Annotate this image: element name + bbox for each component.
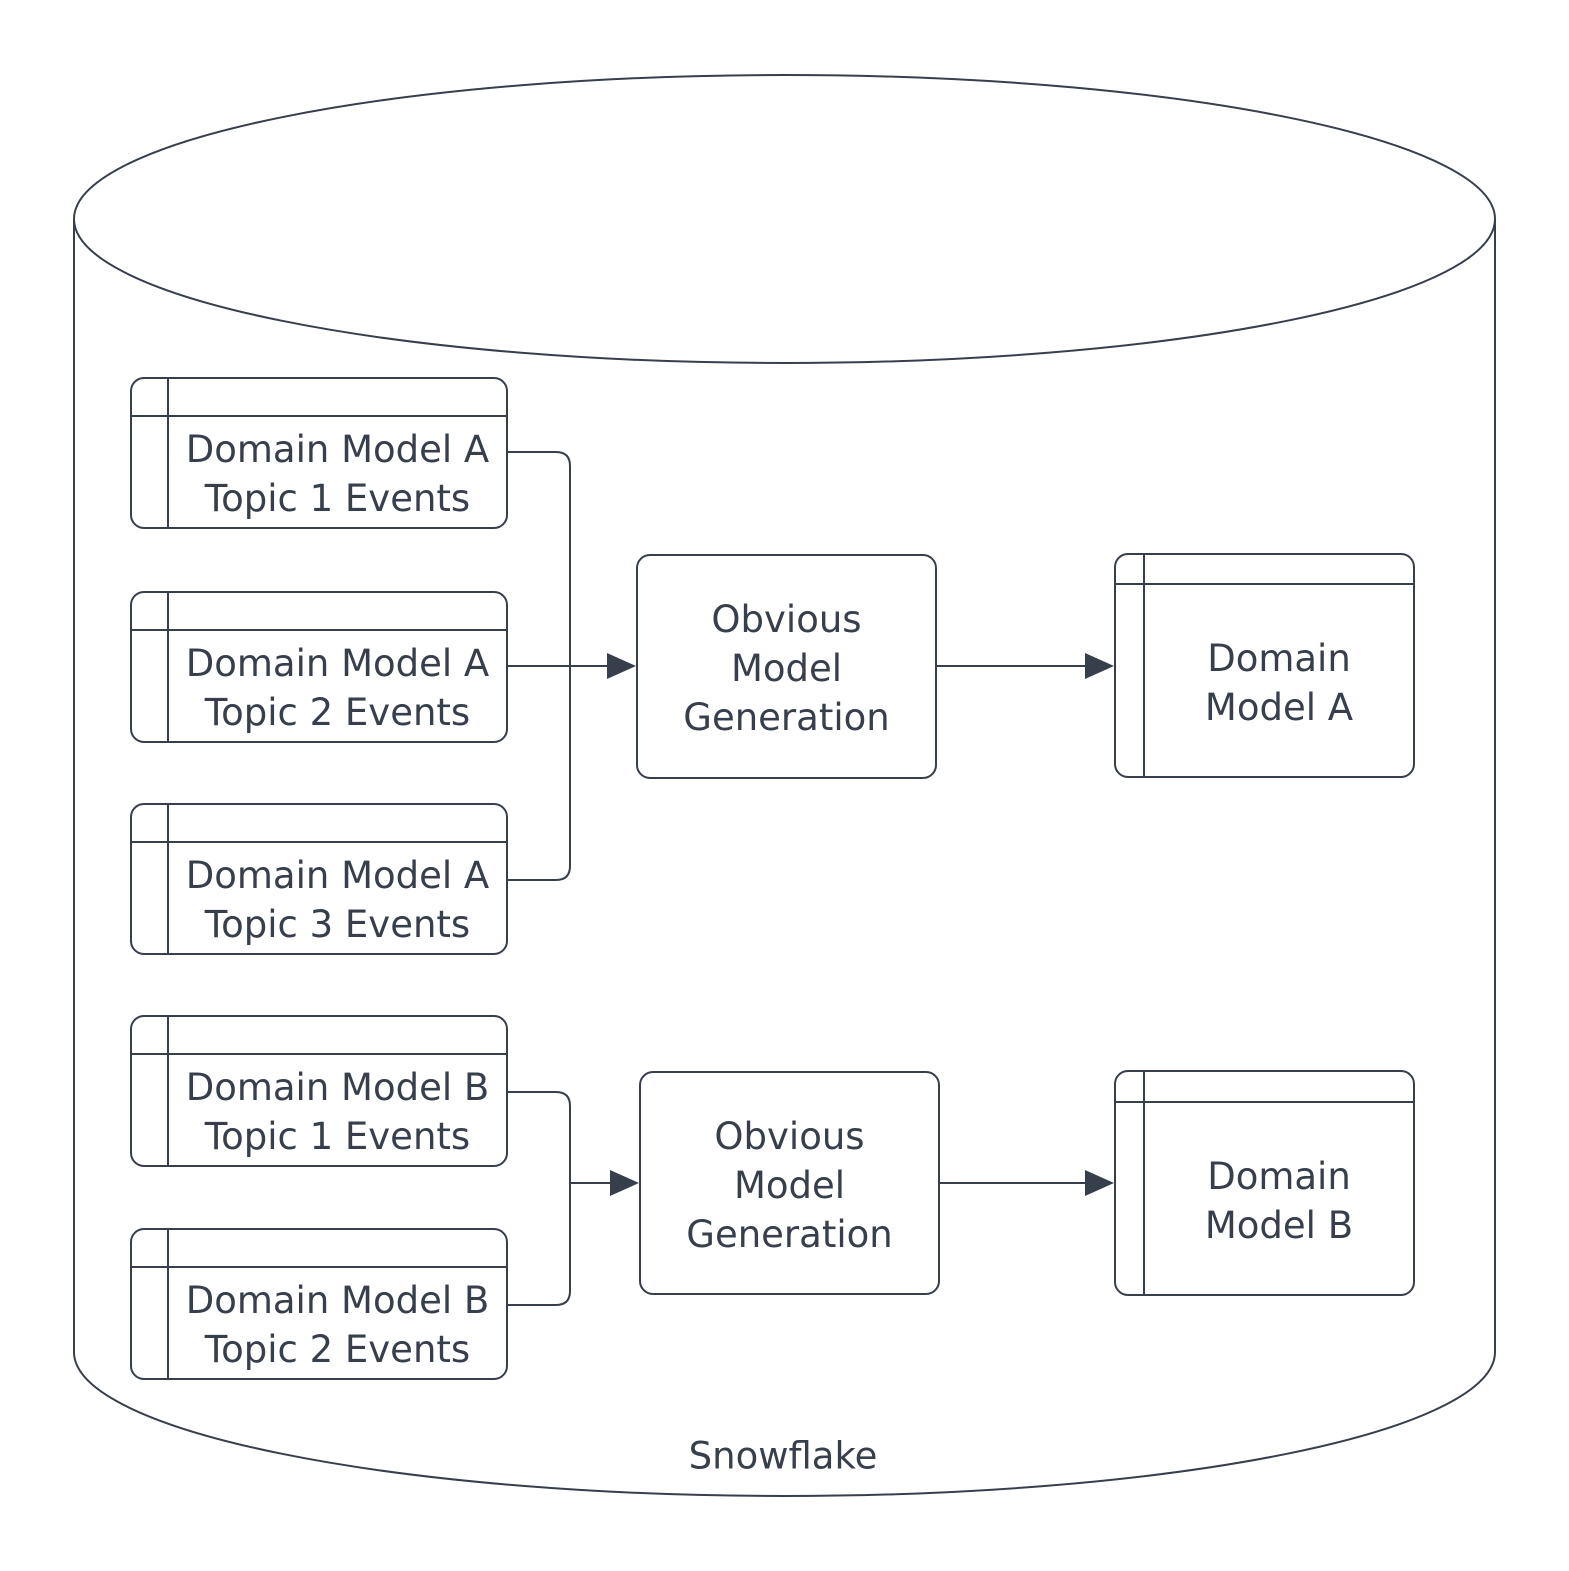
table-domain-model-b-topic-1-events: Domain Model B Topic 1 Events [130, 1015, 508, 1167]
arrowhead-icon [1085, 653, 1114, 679]
table-domain-model-a-topic-3-events: Domain Model A Topic 3 Events [130, 803, 508, 955]
table-domain-model-b: Domain Model B [1114, 1070, 1415, 1296]
table-label: Domain Model A [1204, 636, 1354, 729]
connector-a-sources-to-generation [508, 451, 636, 881]
table-header-divider [132, 629, 506, 631]
connector-b-sources-to-generation [508, 1091, 639, 1306]
arrowhead-icon [607, 653, 636, 679]
table-left-column-divider [1143, 555, 1145, 776]
connector-generation-a-to-model-a [937, 653, 1114, 679]
table-domain-model-a-topic-1-events: Domain Model A Topic 1 Events [130, 377, 508, 529]
table-header-divider [132, 1266, 506, 1268]
cylinder-top-ellipse [73, 74, 1496, 364]
table-header-divider [1116, 583, 1413, 585]
table-label: Domain Model B [1204, 1154, 1354, 1247]
connector-generation-b-to-model-b [940, 1170, 1114, 1196]
process-label: Obvious Model Generation [686, 1114, 893, 1256]
table-left-column-divider [167, 379, 169, 527]
process-obvious-model-generation-a: Obvious Model Generation [636, 554, 937, 779]
table-domain-model-b-topic-2-events: Domain Model B Topic 2 Events [130, 1228, 508, 1380]
table-label: Domain Model A Topic 3 Events [185, 854, 490, 946]
table-label: Domain Model A Topic 2 Events [185, 642, 490, 734]
table-header-divider [132, 841, 506, 843]
table-label: Domain Model B Topic 1 Events [185, 1066, 490, 1158]
arrowhead-icon [610, 1170, 639, 1196]
table-left-column-divider [167, 805, 169, 953]
table-header-divider [132, 1053, 506, 1055]
arrowhead-icon [1085, 1170, 1114, 1196]
table-label: Domain Model A Topic 1 Events [185, 428, 490, 520]
cylinder-caption-snowflake: Snowflake [688, 1434, 878, 1478]
process-label: Obvious Model Generation [683, 598, 890, 739]
table-domain-model-a-topic-2-events: Domain Model A Topic 2 Events [130, 591, 508, 743]
table-domain-model-a: Domain Model A [1114, 553, 1415, 778]
table-left-column-divider [167, 1230, 169, 1378]
table-header-divider [1116, 1101, 1413, 1103]
table-left-column-divider [167, 593, 169, 741]
table-label: Domain Model B Topic 2 Events [185, 1279, 490, 1371]
process-obvious-model-generation-b: Obvious Model Generation [639, 1071, 940, 1295]
table-header-divider [132, 415, 506, 417]
connector-b-trunk [508, 1091, 571, 1306]
table-left-column-divider [167, 1017, 169, 1165]
table-left-column-divider [1143, 1072, 1145, 1294]
